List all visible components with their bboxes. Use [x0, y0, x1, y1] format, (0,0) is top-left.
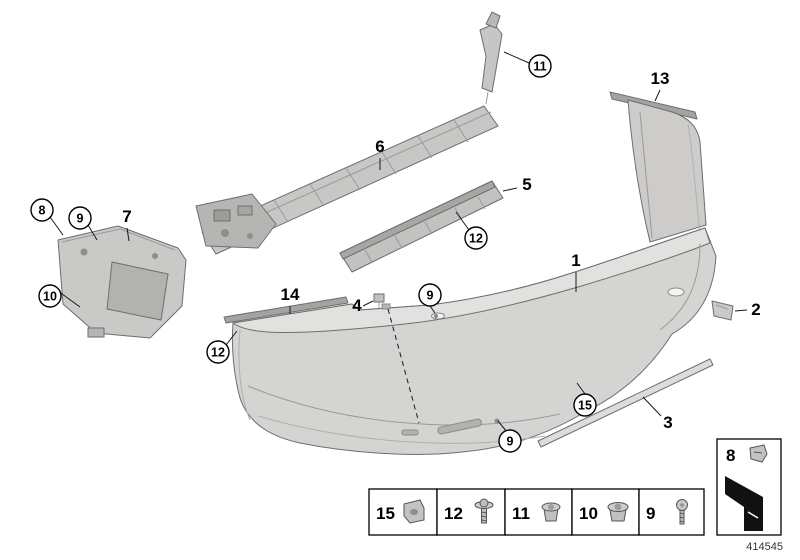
- plastic-nut-icon: [541, 502, 561, 522]
- legend-box-12[interactable]: 12: [436, 488, 506, 536]
- tow-eye-cover-part: [711, 300, 734, 321]
- legend-box-10[interactable]: 10: [571, 488, 640, 536]
- callout-circled-9a[interactable]: 9: [68, 206, 92, 230]
- legend-label-12: 12: [444, 504, 463, 523]
- callout-circled-9b[interactable]: 9: [418, 283, 442, 307]
- callout-4[interactable]: 4: [352, 296, 362, 315]
- doc-number: 414545: [746, 541, 783, 553]
- trim-strip-top-part: [609, 91, 698, 120]
- callout-13[interactable]: 13: [651, 69, 670, 88]
- svg-text:11: 11: [533, 59, 546, 73]
- legend-label-10: 10: [579, 504, 598, 523]
- legend-label-11: 11: [512, 504, 530, 523]
- detail-box-8[interactable]: 8: [716, 438, 782, 536]
- clip-part: [373, 293, 385, 308]
- callout-1[interactable]: 1: [571, 251, 580, 270]
- legend-box-9[interactable]: 9: [638, 488, 705, 536]
- clip-icon: [403, 499, 425, 524]
- carrier-bar-part: [195, 105, 499, 255]
- leader-lines: [49, 51, 748, 433]
- side-bracket-part: [57, 225, 187, 339]
- callout-circled-9c[interactable]: 9: [498, 429, 522, 453]
- callout-circled-11[interactable]: 11: [528, 54, 552, 78]
- legend-box-11[interactable]: 11: [504, 488, 573, 536]
- svg-text:8: 8: [39, 203, 46, 217]
- svg-text:9: 9: [77, 211, 84, 225]
- callout-circled-12b[interactable]: 12: [206, 340, 230, 364]
- svg-text:12: 12: [469, 231, 483, 245]
- screw-icon: [676, 499, 688, 525]
- svg-text:9: 9: [427, 288, 434, 302]
- screw-washer-icon: [474, 498, 494, 524]
- guide-bracket-part: [479, 11, 503, 105]
- legend-label-15: 15: [376, 504, 395, 523]
- detail-box-label: 8: [726, 446, 735, 465]
- callout-circled-12a[interactable]: 12: [464, 226, 488, 250]
- callout-circled-8[interactable]: 8: [30, 198, 54, 222]
- callout-14[interactable]: 14: [281, 285, 300, 304]
- svg-text:15: 15: [578, 398, 592, 412]
- callout-2[interactable]: 2: [751, 300, 760, 319]
- callout-circled-15[interactable]: 15: [573, 393, 597, 417]
- legend-label-9: 9: [646, 504, 655, 523]
- svg-text:9: 9: [507, 434, 514, 448]
- legend-box-15[interactable]: 15: [368, 488, 438, 536]
- callout-3[interactable]: 3: [663, 413, 672, 432]
- reinforcement-panel-part: [339, 180, 504, 273]
- callout-7[interactable]: 7: [122, 207, 131, 226]
- clip-icon: [749, 444, 768, 463]
- plastic-nut-icon: [607, 502, 629, 522]
- callout-6[interactable]: 6: [375, 137, 384, 156]
- chrome-strip-part: [537, 358, 714, 448]
- seal-strip-part: [223, 296, 349, 324]
- svg-text:12: 12: [211, 345, 225, 359]
- clip-detail-icon: [725, 476, 763, 531]
- callout-5[interactable]: 5: [522, 175, 531, 194]
- bumper-details: [238, 243, 701, 444]
- legend-row: 15 12 11: [368, 488, 705, 536]
- callout-circled-10[interactable]: 10: [38, 284, 62, 308]
- svg-text:10: 10: [43, 289, 57, 303]
- rear-bumper-part: [231, 227, 717, 455]
- bumper-side-fin: [627, 99, 707, 243]
